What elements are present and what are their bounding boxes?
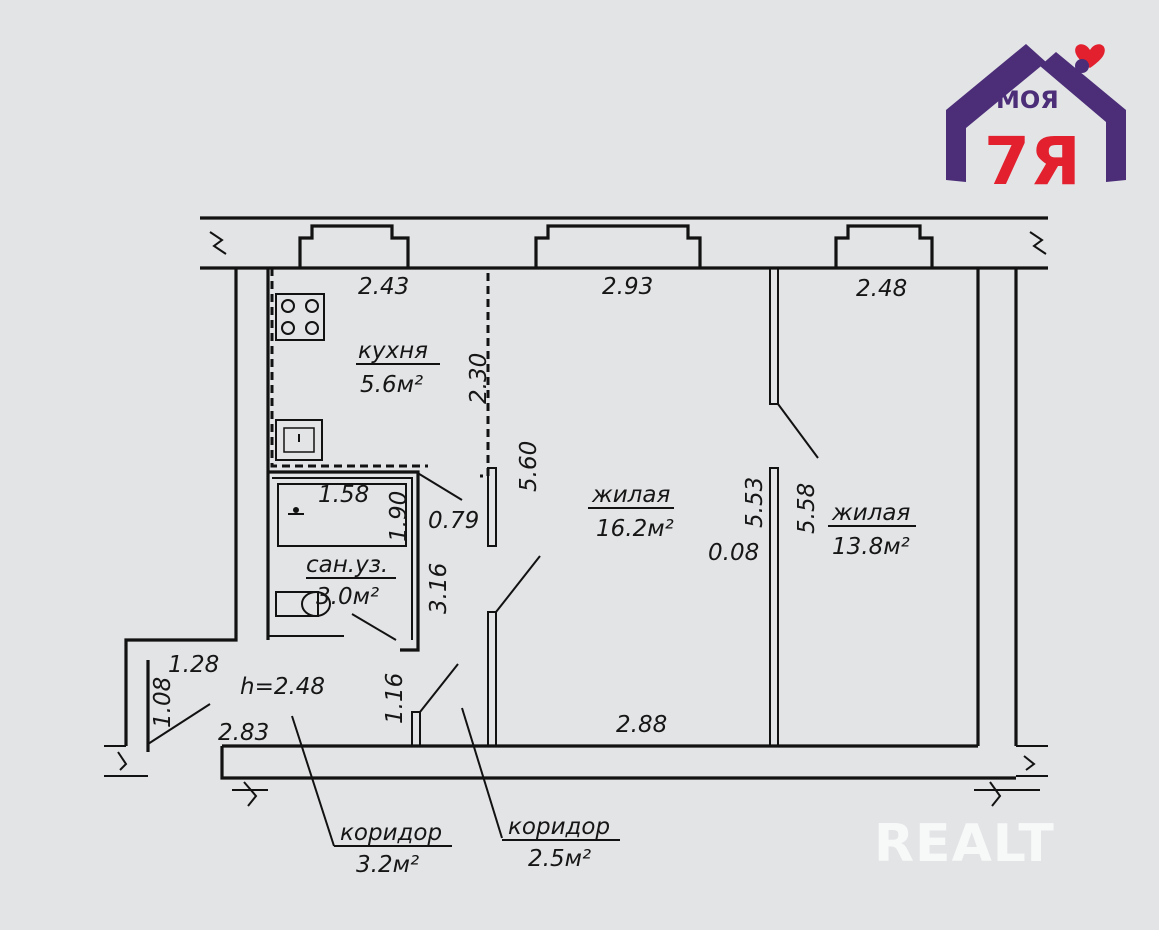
dim-partition-thickness: 0.08 [708,540,759,566]
logo-top-text: МОЯ [996,86,1059,114]
dim-living2-top: 2.48 [856,276,907,302]
kitchen-name: кухня [358,338,428,364]
corridor2-name: коридор [508,814,610,840]
kitchen-sink-icon [275,419,323,461]
dim-bath-depth: 1.90 [386,491,412,542]
bathtub-icon [277,483,407,547]
dim-living1-top: 2.93 [602,274,653,300]
dim-living2-left: 5.58 [794,483,820,534]
living2-area: 13.8м² [832,534,910,560]
living1-area: 16.2м² [596,516,674,542]
corridor2-area: 2.5м² [528,846,591,872]
dim-partition-height: 5.53 [742,477,768,528]
dim-corridor-bottom: 2.83 [218,720,269,746]
dim-kitchen-side: 2.30 [466,353,492,404]
dim-kitchen-top: 2.43 [358,274,409,300]
ceiling-height: h=2.48 [240,674,325,700]
dim-bath-width: 1.58 [318,482,369,508]
living1-name: жилая [591,482,670,508]
dimension-labels: 2.43 2.93 2.48 2.30 5.60 5.53 5.58 0.08 … [150,274,907,746]
corridor1-area: 3.2м² [356,852,419,878]
realt-watermark: REALT [874,814,1055,874]
dim-corridor2-side: 1.16 [382,673,408,724]
brand-logo: МОЯ 7Я [946,44,1126,200]
interior-walls [147,266,819,747]
bathroom-name: сан.уз. [306,552,388,578]
toilet-icon [275,591,331,617]
logo-bottom-text: 7Я [984,123,1081,200]
dim-living1-bottom: 2.88 [616,712,667,738]
dim-bath-side: 3.16 [426,563,452,614]
dim-door-width: 0.79 [428,508,479,534]
dim-corridor-left: 1.08 [150,677,176,728]
dim-corridor-top: 1.28 [168,652,219,678]
dim-living1-left: 5.60 [516,441,542,492]
kitchen-area: 5.6м² [360,372,423,398]
corridor1-name: коридор [340,820,442,846]
living2-name: жилая [831,500,910,526]
stove-icon [275,293,325,341]
room-labels: кухня 5.6м² жилая 16.2м² жилая 13.8м² са… [291,338,916,878]
bathroom-area: 3.0м² [316,584,379,610]
